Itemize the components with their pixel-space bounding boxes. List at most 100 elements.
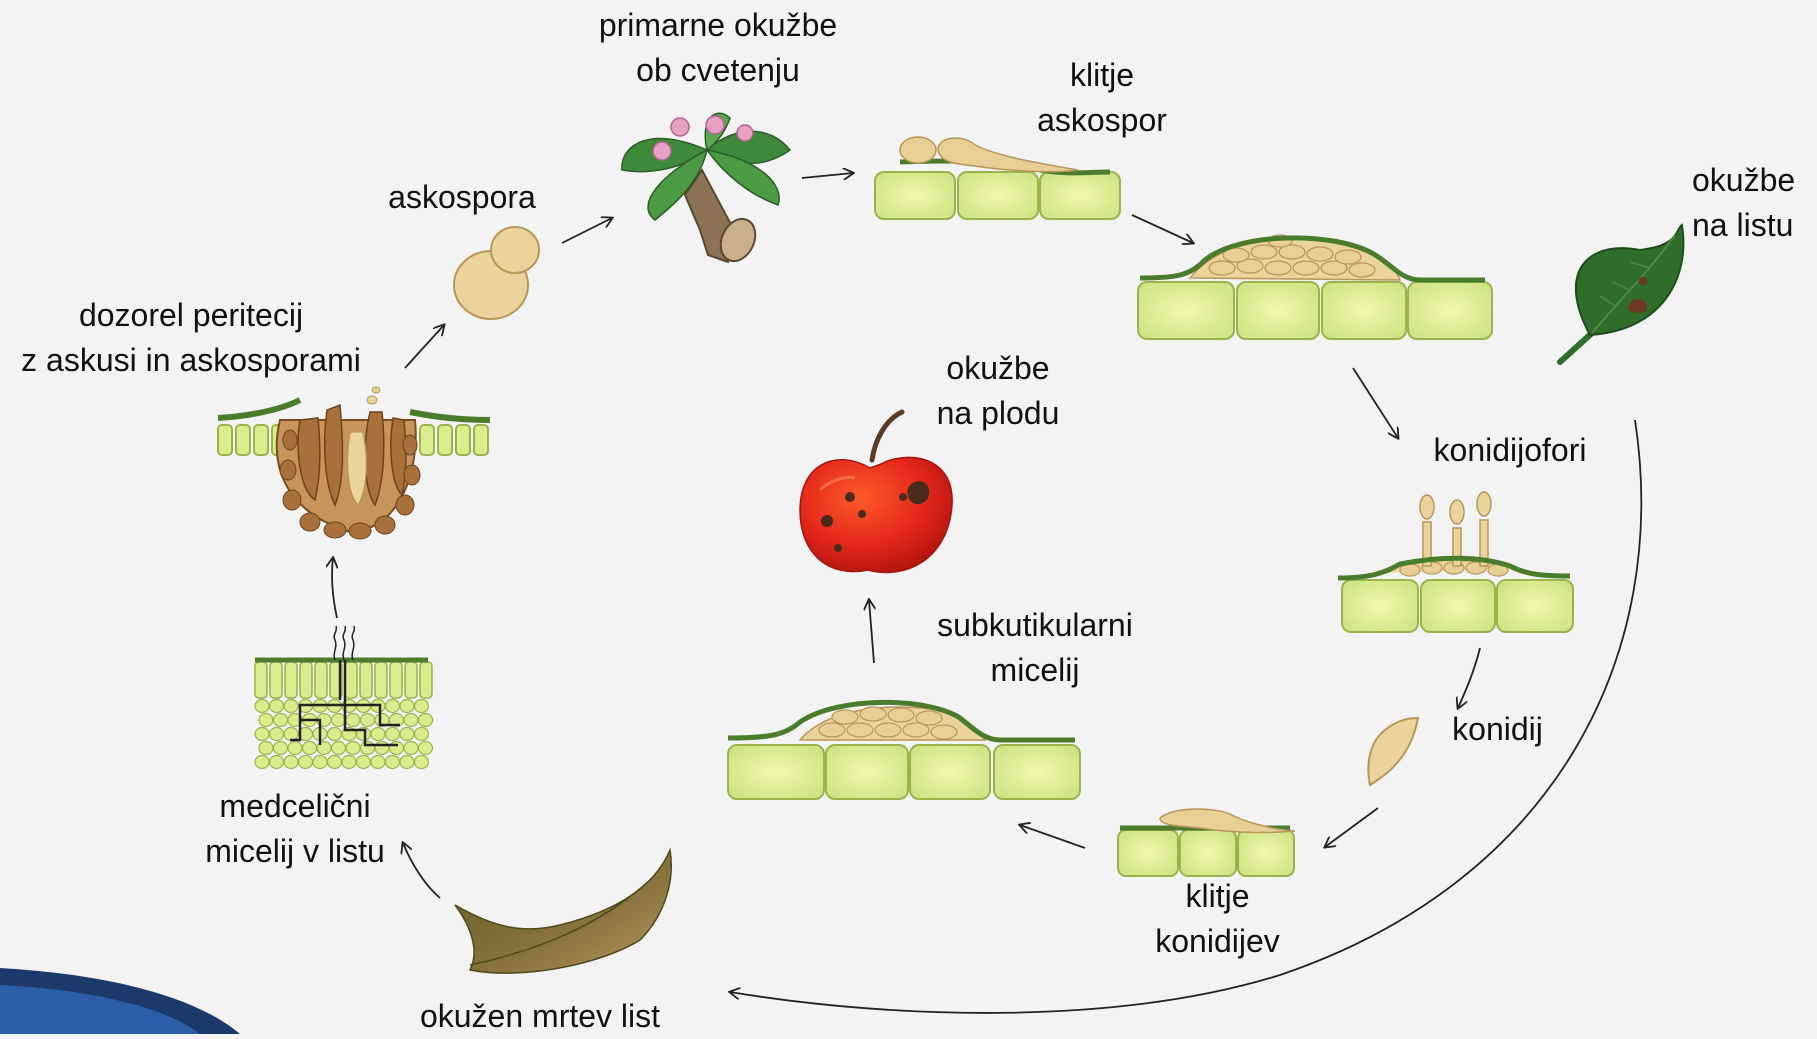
mesophyll-cell: [415, 728, 429, 741]
mesophyll-cell: [328, 756, 342, 769]
label-infected-dead-leaf-text: okužen mrtev list: [400, 994, 680, 1039]
label-ascospore-germination-line2: askospor: [1030, 98, 1174, 143]
mesophyll-cell: [284, 728, 298, 741]
mesophyll-cell: [259, 742, 273, 755]
mesophyll-cell: [415, 700, 429, 713]
label-ascospore-text: askospora: [374, 175, 550, 220]
mesophyll-cell: [328, 728, 342, 741]
arrow-subcuticular-to-fruit: [869, 600, 874, 663]
label-ascospore-germination: klitje askospor: [1030, 53, 1174, 143]
mesophyll-cell: [259, 714, 273, 727]
mesophyll-cell: [400, 756, 414, 769]
label-subcuticular-mycelium-line1: subkutikularni: [915, 603, 1155, 648]
mesophyll-cell: [284, 700, 298, 713]
label-primary-infections-line1: primarne okužbe: [580, 3, 856, 48]
label-conidiophores: konidijofori: [1420, 428, 1600, 473]
label-intercellular-mycelium-line1: medcelični: [180, 784, 410, 829]
mesophyll-cell: [404, 742, 418, 755]
label-ascospore-germination-line1: klitje: [1030, 53, 1174, 98]
mesophyll-cell: [419, 742, 433, 755]
label-leaf-infections: okužbe na listu: [1692, 158, 1812, 248]
mesophyll-cell: [342, 756, 356, 769]
label-ascospore: askospora: [374, 175, 550, 220]
label-conidia-germination-line2: konidijev: [1140, 919, 1295, 964]
mesophyll-cell: [386, 728, 400, 741]
label-fruit-infections-line1: okužbe: [920, 346, 1076, 391]
infected-apple-illustration: [800, 412, 952, 572]
label-fruit-infections-line2: na plodu: [920, 391, 1076, 436]
mesophyll-cell: [361, 714, 375, 727]
arrow-intercellular-to-perithecium: [332, 558, 337, 618]
perithecium-illustration: [218, 387, 490, 539]
label-primary-infections-line2: ob cvetenju: [580, 48, 856, 93]
label-infected-dead-leaf: okužen mrtev list: [400, 994, 680, 1039]
mesophyll-cell: [371, 728, 385, 741]
mesophyll-cell: [400, 700, 414, 713]
conidiophores-illustration: [1338, 492, 1573, 632]
mesophyll-cell: [390, 742, 404, 755]
label-fruit-infections: okužbe na plodu: [920, 346, 1076, 436]
arrow-perithecium-to-ascospore: [405, 325, 444, 368]
mesophyll-cell: [415, 756, 429, 769]
label-conidia-germination-line1: klitje: [1140, 874, 1295, 919]
ascospore-germination-illustration: [875, 137, 1120, 219]
label-conidiophores-text: konidijofori: [1420, 428, 1600, 473]
mesophyll-cell: [313, 756, 327, 769]
arrow-germination-to-lesion: [1132, 215, 1193, 243]
mesophyll-cell: [274, 742, 288, 755]
label-conidia-germination: klitje konidijev: [1140, 874, 1295, 964]
mesophyll-cell: [332, 714, 346, 727]
label-mature-perithecium-line2: z askusi in askosporami: [10, 338, 372, 383]
ascospore-illustration: [454, 227, 539, 319]
arrow-conidium-to-conidia-germination: [1325, 808, 1378, 847]
mesophyll-cell: [346, 714, 360, 727]
arrow-conidia-germination-to-subcuticular: [1020, 825, 1085, 848]
mesophyll-cell: [386, 700, 400, 713]
arrow-lesion-to-conidiophores: [1353, 368, 1398, 438]
mesophyll-cell: [270, 728, 284, 741]
mesophyll-cell: [361, 742, 375, 755]
mesophyll-cell: [255, 756, 269, 769]
mesophyll-cell: [255, 728, 269, 741]
subcuticular-mycelium-illustration: [728, 702, 1080, 799]
label-conidium: konidij: [1445, 707, 1550, 752]
mesophyll-cell: [288, 742, 302, 755]
mesophyll-cell: [419, 714, 433, 727]
mesophyll-cell: [346, 742, 360, 755]
corner-decoration: [0, 968, 240, 1034]
label-leaf-infections-line1: okužbe: [1692, 158, 1812, 203]
mesophyll-cell: [270, 700, 284, 713]
mesophyll-cell: [375, 742, 389, 755]
leaf-lesion-illustration: [1138, 235, 1492, 339]
mesophyll-cell: [404, 714, 418, 727]
mesophyll-cell: [357, 756, 371, 769]
infected-leaf-illustration: [1560, 225, 1683, 362]
arrow-ascospore-to-flower: [562, 218, 612, 243]
mesophyll-cell: [386, 756, 400, 769]
intercellular-mycelium-illustration: [255, 626, 433, 769]
label-subcuticular-mycelium-line2: micelij: [915, 648, 1155, 693]
label-intercellular-mycelium: medcelični micelij v listu: [180, 784, 410, 874]
mesophyll-cell: [400, 728, 414, 741]
flowering-twig-illustration: [622, 113, 790, 266]
label-mature-perithecium: dozorel peritecij z askusi in askosporam…: [10, 293, 372, 383]
mesophyll-cell: [332, 742, 346, 755]
arrow-flower-to-germination: [802, 173, 853, 178]
arrow-conidiophores-to-conidium: [1458, 648, 1480, 708]
label-leaf-infections-line2: na listu: [1692, 203, 1812, 248]
mesophyll-cell: [303, 742, 317, 755]
mesophyll-cell: [255, 700, 269, 713]
label-primary-infections: primarne okužbe ob cvetenju: [580, 3, 856, 93]
mesophyll-cell: [270, 756, 284, 769]
conidium-illustration: [1368, 718, 1418, 785]
label-conidium-text: konidij: [1445, 707, 1550, 752]
label-mature-perithecium-line1: dozorel peritecij: [10, 293, 372, 338]
dead-leaf-illustration: [455, 850, 671, 973]
label-subcuticular-mycelium: subkutikularni micelij: [915, 603, 1155, 693]
conidia-germination-illustration: [1118, 809, 1295, 876]
mesophyll-cell: [371, 756, 385, 769]
mesophyll-cell: [299, 756, 313, 769]
mesophyll-cell: [274, 714, 288, 727]
